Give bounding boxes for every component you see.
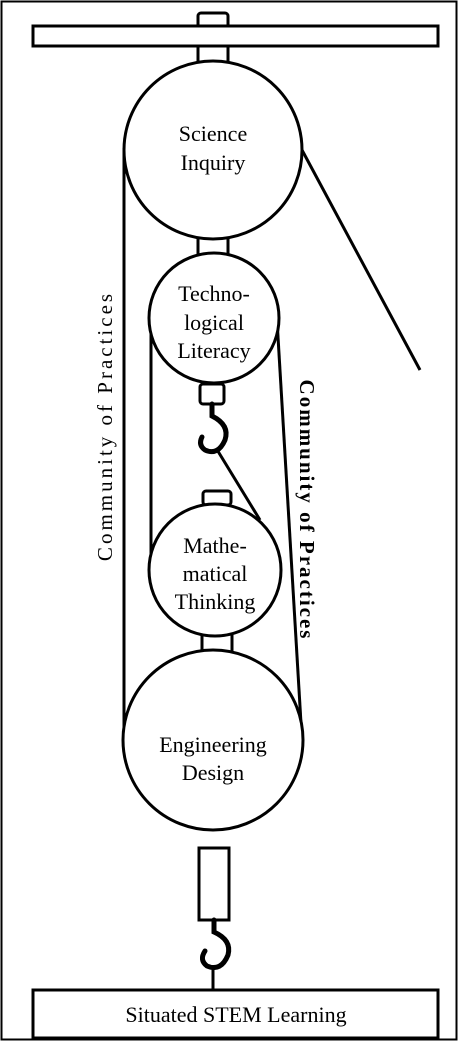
pulley-mathematical-thinking xyxy=(147,502,283,638)
pulley-science-inquiry xyxy=(122,59,304,241)
engineering-label-line-1: Engineering xyxy=(159,732,267,757)
math-label-line-3: Thinking xyxy=(175,589,256,614)
top-beam xyxy=(31,24,440,48)
technology-label-line-1: Techno- xyxy=(178,281,250,306)
science-label-line-2: Inquiry xyxy=(181,150,246,175)
technology-label-line-3: Literacy xyxy=(177,338,250,363)
connector-eng-base xyxy=(197,846,231,922)
science-label-line-1: Science xyxy=(179,121,247,146)
pulley-technological-literacy xyxy=(147,251,281,385)
rope-right xyxy=(275,319,304,741)
base-label: Situated STEM Learning xyxy=(125,1002,346,1027)
math-label-line-2: matical xyxy=(183,561,248,586)
technology-label-line-2: logical xyxy=(184,310,244,335)
pulley-engineering-design xyxy=(121,648,305,832)
engineering-label-line-2: Design xyxy=(182,760,244,785)
left-side-label: Community of Practices xyxy=(93,291,117,561)
right-side-label: Community of Practices xyxy=(295,380,319,641)
base-box xyxy=(31,988,440,1040)
tech-hook-stub xyxy=(198,382,226,406)
tech-hook-icon xyxy=(198,401,229,455)
base-hook-icon xyxy=(199,917,232,971)
rope-free-end xyxy=(300,149,422,371)
math-label-line-1: Mathe- xyxy=(183,533,247,558)
rope-hook-to-math xyxy=(214,447,262,521)
